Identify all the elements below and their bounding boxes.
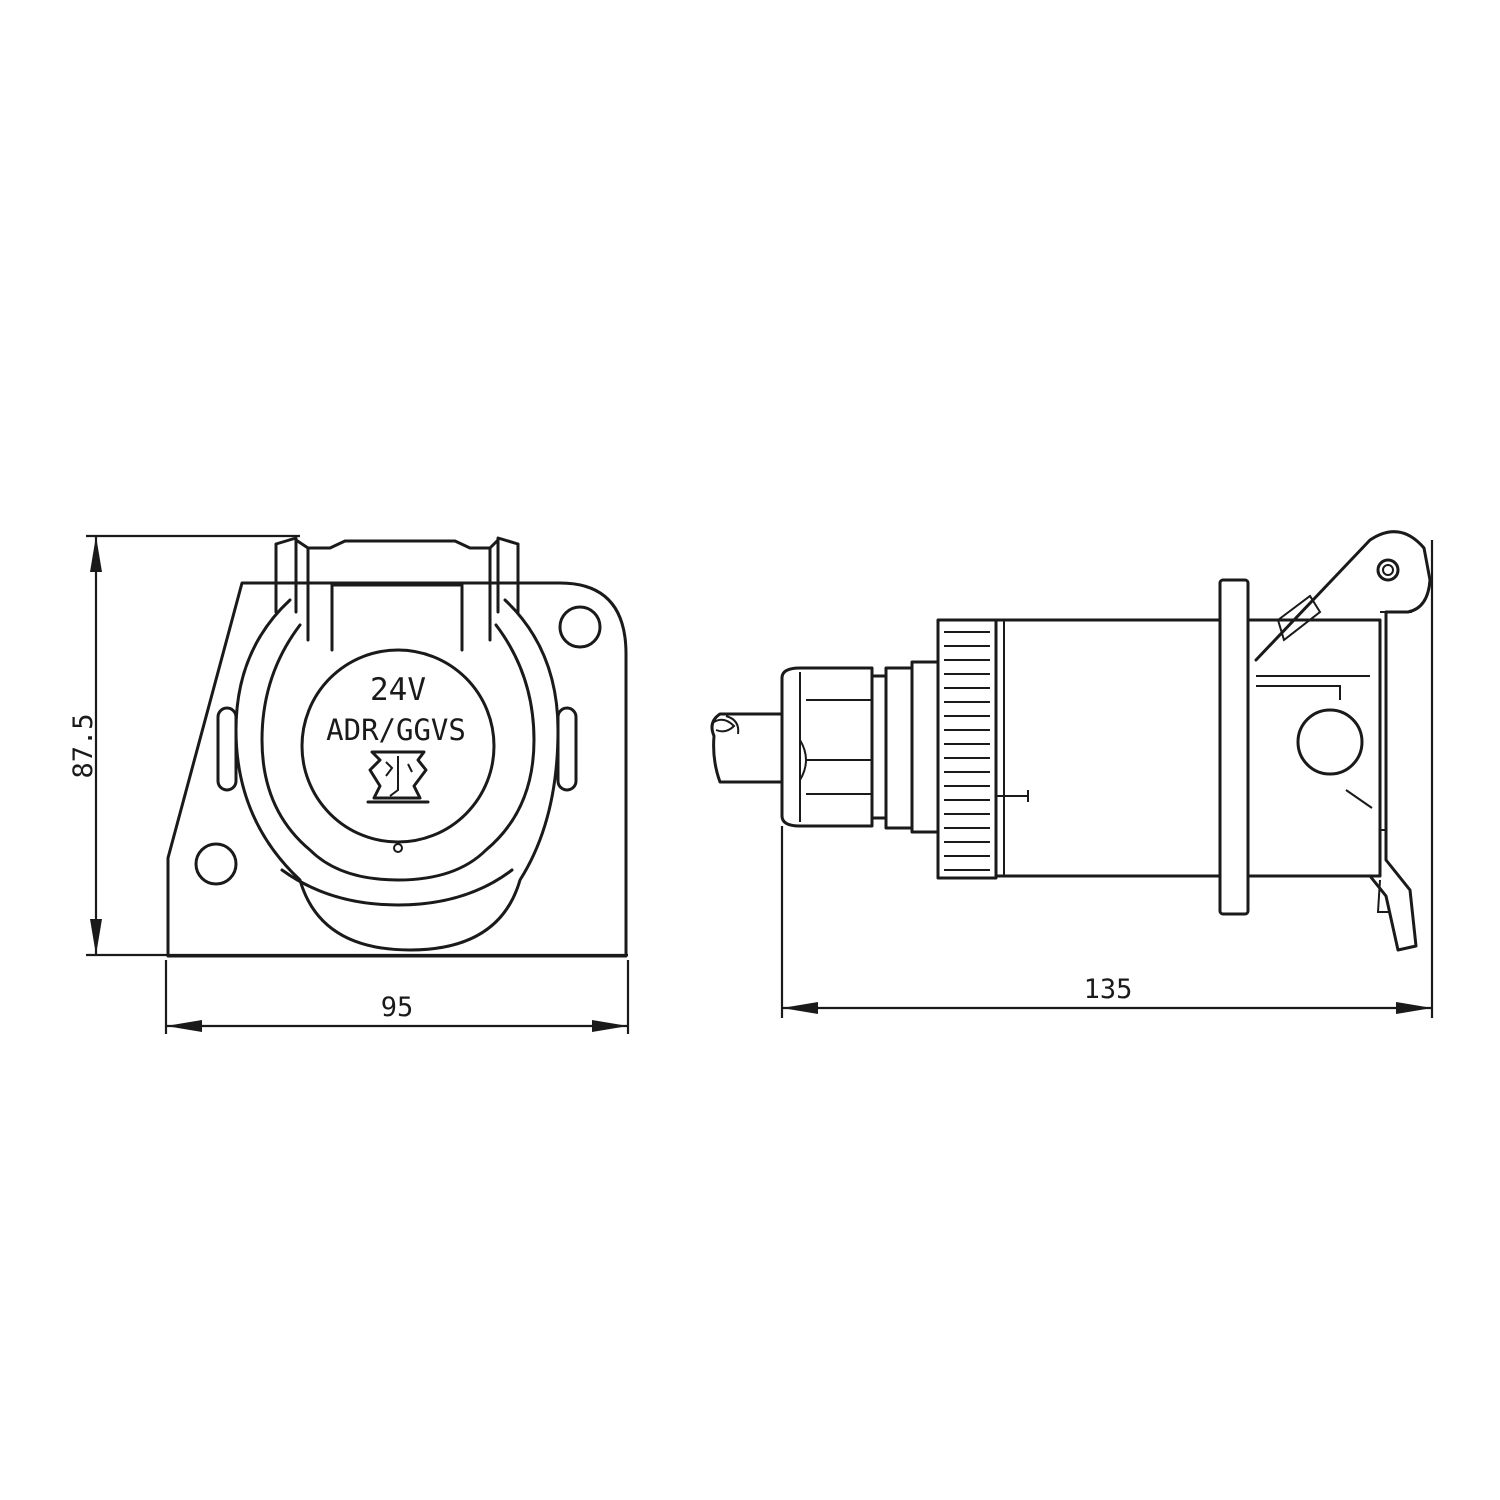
lid-tab — [330, 583, 464, 652]
front-view: 24V ADR/GGVS — [166, 536, 628, 958]
main-body — [994, 618, 1222, 878]
rear-housing — [1246, 618, 1382, 878]
knurl-pattern — [944, 631, 990, 871]
hinge-pin — [1376, 558, 1400, 582]
mounting-hole-top-right — [558, 605, 602, 649]
cap-voltage-label: 24V — [370, 672, 426, 708]
gland-collar — [870, 674, 888, 820]
housing-lower-curve — [280, 868, 514, 907]
latch-knob — [1296, 708, 1364, 776]
gland-ring — [910, 660, 940, 834]
lid-outline — [260, 623, 536, 882]
length-label: 135 — [1084, 974, 1133, 1005]
height-arrow-top — [90, 536, 102, 572]
cable-strands — [713, 715, 740, 735]
mounting-flange — [166, 581, 628, 958]
lid-top — [294, 538, 500, 642]
dimension-height: 87.5 — [68, 534, 628, 957]
hinge-block — [274, 536, 520, 614]
height-arrow-bottom — [90, 919, 102, 955]
height-label: 87.5 — [68, 713, 99, 778]
cable — [710, 712, 784, 784]
width-arrow-left — [166, 1020, 202, 1032]
dimension-length: 135 — [780, 540, 1434, 1018]
cable-gland-nut — [780, 666, 874, 828]
side-view — [710, 530, 1432, 952]
width-label: 95 — [381, 992, 414, 1023]
latch-right — [556, 706, 578, 792]
length-arrow-right — [1396, 1002, 1432, 1014]
mounting-hole-bottom-left — [194, 842, 238, 886]
cap-face — [300, 648, 496, 844]
latch-left — [216, 706, 238, 792]
cap-dot — [393, 843, 403, 853]
side-flange — [1218, 578, 1250, 916]
dimension-width: 95 — [164, 960, 630, 1034]
cap-standard-label: ADR/GGVS — [326, 713, 466, 747]
length-arrow-left — [782, 1002, 818, 1014]
hinged-cover — [1254, 530, 1432, 952]
gland-body — [884, 666, 914, 830]
adr-pictogram-icon — [366, 750, 430, 804]
width-arrow-right — [592, 1020, 628, 1032]
knurled-ring — [936, 618, 998, 880]
